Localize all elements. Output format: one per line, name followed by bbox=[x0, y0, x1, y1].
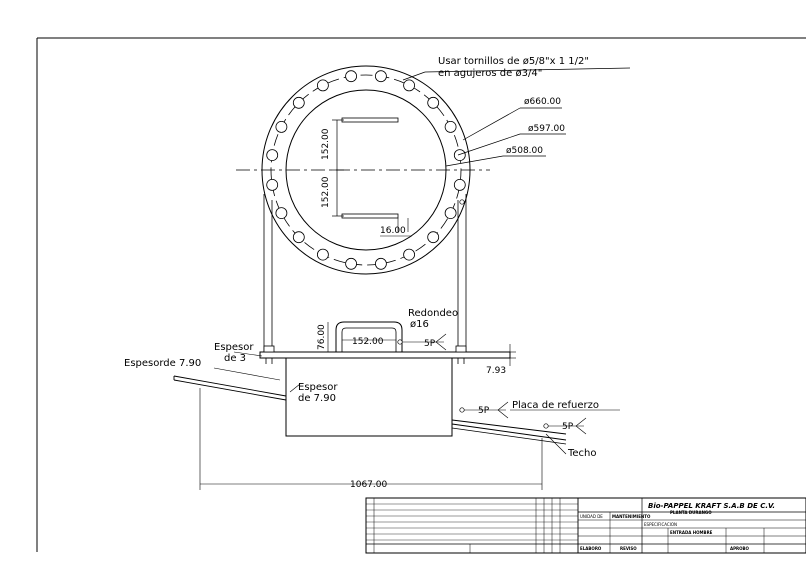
roof-left-top bbox=[173, 375, 287, 397]
bolt-hole bbox=[345, 257, 358, 270]
bolt-holes bbox=[266, 70, 466, 270]
bolt-right bbox=[455, 345, 467, 353]
espesor-790-line1: Espesor bbox=[298, 382, 338, 393]
company-name: Bio-PAPPEL KRAFT S.A.B DE C.V. bbox=[648, 502, 775, 510]
bolt-hole bbox=[292, 231, 305, 244]
bolt-hole bbox=[427, 96, 440, 109]
weld-size-plate: 5P bbox=[478, 406, 490, 416]
title-block-text: Bio-PAPPEL KRAFT S.A.B DE C.V. PLANTA DU… bbox=[580, 502, 775, 551]
redondeo-label: Redondeo bbox=[408, 308, 458, 319]
redondeo-diameter: ø16 bbox=[410, 319, 429, 330]
tb-foot-b: REVISO bbox=[620, 546, 637, 551]
techo-label: Techo bbox=[567, 448, 597, 459]
bolt-circle-diameter-label: ø597.00 bbox=[528, 124, 565, 134]
manway-neck bbox=[285, 358, 453, 437]
bolt-hole bbox=[453, 178, 466, 191]
bolt-hole bbox=[275, 121, 288, 133]
roof-left-bot bbox=[173, 379, 287, 401]
tb-field-b: MANTENIMIENTO bbox=[612, 514, 651, 519]
bolt-left bbox=[263, 345, 275, 353]
espesor-3-line2: de 3 bbox=[224, 353, 246, 364]
dim-1067: 1067.00 bbox=[350, 480, 387, 490]
weld-size-roof: 5P bbox=[562, 422, 574, 432]
bolt-hole bbox=[453, 149, 466, 162]
roof-right-bot bbox=[451, 423, 567, 441]
handle bbox=[335, 321, 403, 352]
tb-field-a: UNIDAD DE bbox=[580, 514, 603, 519]
handle-slot-lower bbox=[341, 213, 399, 219]
bolt-hole bbox=[444, 207, 457, 220]
espesor-left-label: Espesorde 7.90 bbox=[124, 358, 201, 369]
bolt-hole bbox=[427, 231, 440, 244]
weld-dots bbox=[397, 199, 549, 429]
bolt-hole bbox=[374, 257, 387, 270]
tb-field-c: ESPECIFICACION bbox=[644, 522, 677, 527]
bolt-hole bbox=[292, 96, 305, 109]
bolt-hole bbox=[316, 248, 329, 261]
title-block bbox=[365, 497, 806, 554]
weld-size-handle: 5P bbox=[424, 339, 436, 349]
bolt-hole bbox=[444, 121, 457, 133]
drawing-frame bbox=[36, 37, 806, 552]
dim-152-lower: 152.00 bbox=[321, 176, 331, 208]
dim-793: 7.93 bbox=[486, 366, 506, 376]
tb-foot-a: ELABORO bbox=[580, 546, 602, 551]
bolt-note-line1: Usar tornillos de ø5/8"x 1 1/2" bbox=[438, 56, 589, 67]
dim-152-upper: 152.00 bbox=[321, 128, 331, 160]
flange-top-view bbox=[236, 65, 490, 352]
espesor-790-line2: de 7.90 bbox=[298, 393, 336, 404]
espesor-3-line1: Espesor bbox=[214, 342, 254, 353]
bolt-hole bbox=[345, 70, 358, 83]
placa-refuerzo-label: Placa de refuerzo bbox=[512, 400, 599, 411]
bolt-hole bbox=[316, 79, 329, 92]
roof-right-top bbox=[451, 419, 567, 435]
callout-leaders bbox=[402, 67, 631, 167]
tb-foot-c: APROBO bbox=[730, 546, 750, 551]
section-view bbox=[173, 321, 620, 490]
bolt-hole bbox=[266, 149, 279, 162]
plant-name: PLANTA DURANGO bbox=[670, 510, 712, 515]
bolt-hole bbox=[275, 207, 288, 220]
handle-slot-upper bbox=[341, 117, 399, 123]
bolt-hole bbox=[374, 70, 387, 83]
annotations: Usar tornillos de ø5/8"x 1 1/2" en aguje… bbox=[124, 56, 599, 490]
dim-152-handle: 152.00 bbox=[352, 337, 384, 347]
tb-field-d: ENTRADA HOMBRE bbox=[670, 530, 713, 535]
title-block-rows bbox=[366, 503, 578, 541]
dim-76: 76.00 bbox=[317, 324, 327, 350]
outer-diameter-label: ø660.00 bbox=[524, 97, 561, 107]
inner-diameter-label: ø508.00 bbox=[506, 146, 543, 156]
bolt-hole bbox=[403, 79, 416, 92]
top-plate bbox=[259, 351, 511, 359]
bolt-hole bbox=[266, 178, 279, 191]
bolt-hole bbox=[403, 248, 416, 261]
bolt-note-line2: en agujeros de ø3/4" bbox=[438, 68, 542, 79]
dim-16: 16.00 bbox=[380, 226, 406, 236]
